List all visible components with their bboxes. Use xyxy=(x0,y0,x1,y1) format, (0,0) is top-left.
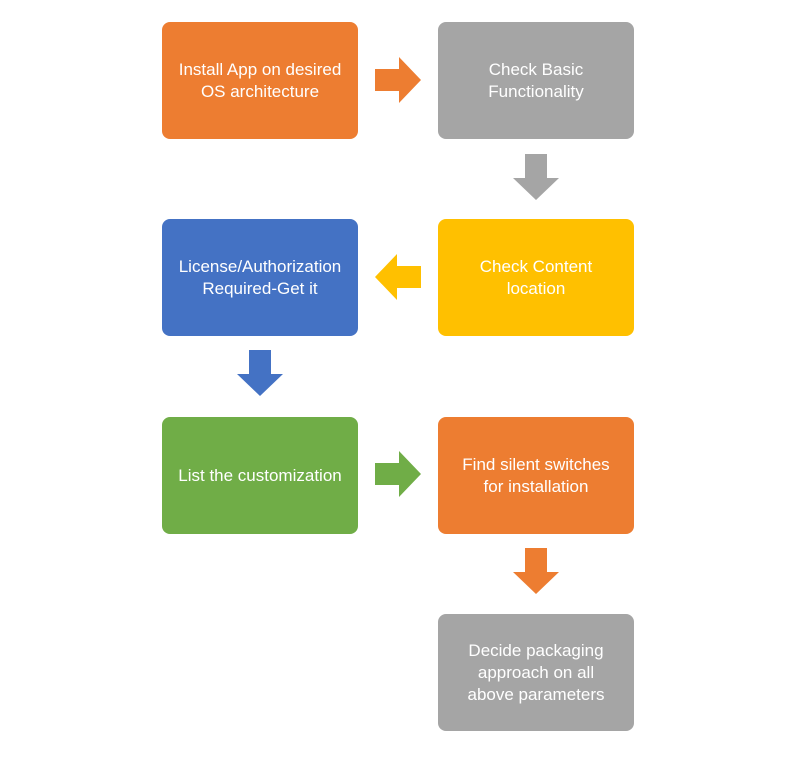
arrow-down-icon xyxy=(513,154,559,200)
step-find-silent-switches: Find silent switches for installation xyxy=(438,417,634,534)
step-license-authorization-label: License/Authorization Required-Get it xyxy=(178,256,342,298)
step-find-silent-switches-label: Find silent switches for installation xyxy=(462,454,610,496)
step-list-customization: List the customization xyxy=(162,417,358,534)
step-decide-packaging-approach-label: Decide packaging approach on all above p… xyxy=(467,640,605,704)
arrow-down-icon xyxy=(237,350,283,396)
step-check-basic-functionality-label: Check Basic Functionality xyxy=(488,59,584,101)
step-list-customization-label: List the customization xyxy=(178,465,342,485)
step-decide-packaging-approach: Decide packaging approach on all above p… xyxy=(438,614,634,731)
step-install-app: Install App on desired OS architecture xyxy=(162,22,358,139)
arrow-right-icon xyxy=(375,451,421,497)
step-license-authorization: License/Authorization Required-Get it xyxy=(162,219,358,336)
step-check-content-location: Check Content location xyxy=(438,219,634,336)
step-check-basic-functionality: Check Basic Functionality xyxy=(438,22,634,139)
step-check-content-location-label: Check Content location xyxy=(479,256,593,298)
arrow-down-icon xyxy=(513,548,559,594)
arrow-right-icon xyxy=(375,57,421,103)
step-install-app-label: Install App on desired OS architecture xyxy=(178,59,342,101)
arrow-left-icon xyxy=(375,254,421,300)
